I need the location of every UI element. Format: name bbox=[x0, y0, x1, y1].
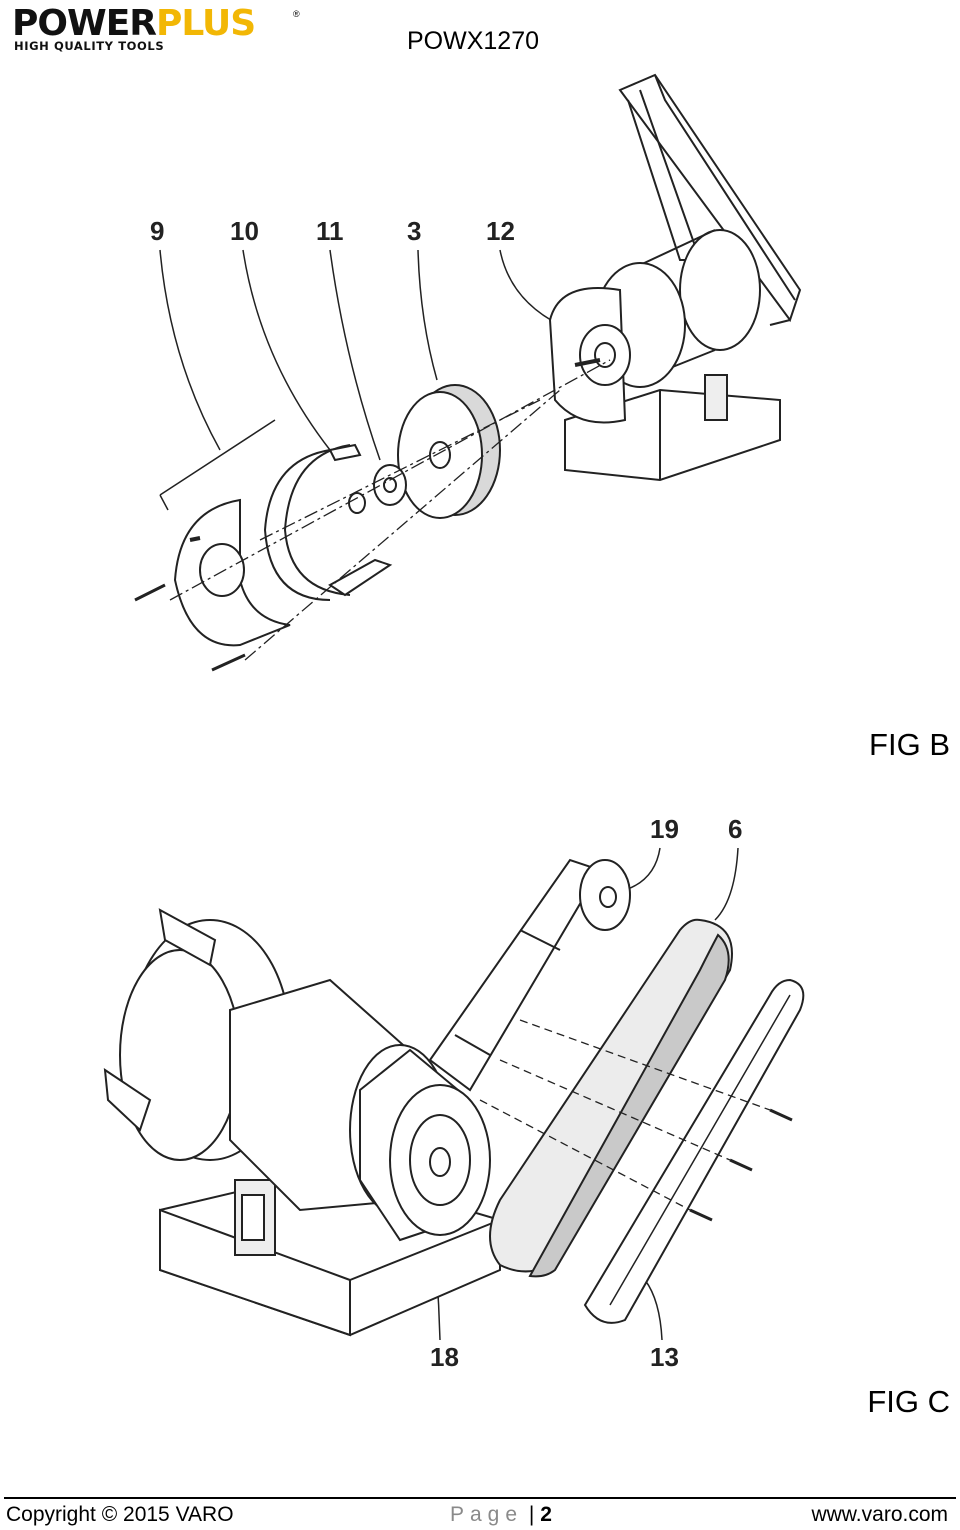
callout-12: 12 bbox=[486, 216, 515, 246]
page-word: Page bbox=[450, 1503, 524, 1526]
registered-mark: ® bbox=[293, 9, 300, 19]
model-number: POWX1270 bbox=[407, 27, 540, 55]
page-separator: | bbox=[528, 1503, 535, 1526]
callout-6: 6 bbox=[728, 814, 742, 844]
callout-11: 11 bbox=[316, 216, 344, 246]
platen-plate bbox=[583, 978, 805, 1324]
footer-page-indicator: Page | 2 bbox=[450, 1503, 552, 1527]
fig-b-label: FIG B bbox=[869, 727, 950, 762]
outer-guard-ring bbox=[263, 443, 393, 601]
grinding-wheel bbox=[397, 384, 501, 519]
logo-wordmark: POWERPLUS bbox=[12, 3, 256, 44]
callout-13: 13 bbox=[650, 1342, 679, 1372]
footer-website: www.varo.com bbox=[811, 1503, 948, 1526]
page-number: 2 bbox=[540, 1503, 552, 1526]
callout-19: 19 bbox=[650, 814, 679, 844]
callout-10: 10 bbox=[230, 216, 259, 246]
flange-washer bbox=[348, 464, 407, 514]
side-cover bbox=[173, 498, 291, 647]
sanding-belt bbox=[489, 918, 733, 1278]
fig-c-label: FIG C bbox=[867, 1384, 950, 1419]
platen-screws bbox=[689, 1108, 793, 1222]
footer-divider bbox=[4, 1497, 956, 1499]
powerplus-logo: POWERPLUS ® HIGH QUALITY TOOLS bbox=[12, 6, 302, 54]
assembly-axis-lines bbox=[169, 359, 611, 661]
leader-lines bbox=[159, 249, 561, 511]
callout-9: 9 bbox=[150, 216, 164, 246]
logo-power-text: POWER bbox=[12, 3, 157, 44]
logo-tagline: HIGH QUALITY TOOLS bbox=[14, 39, 165, 53]
fig-c-belt-drawing: 19 6 18 13 bbox=[103, 814, 805, 1372]
fig-b-exploded-drawing: 9 10 11 3 12 bbox=[134, 73, 802, 672]
fig-c-axis-lines bbox=[479, 1019, 771, 1211]
callout-3: 3 bbox=[407, 216, 421, 246]
footer-copyright: Copyright © 2015 VARO bbox=[6, 1503, 234, 1526]
logo-plus-text: PLUS bbox=[156, 3, 256, 44]
screws bbox=[134, 583, 246, 672]
sanding-arm bbox=[428, 858, 631, 1092]
drive-pulley bbox=[359, 1048, 491, 1242]
callout-18: 18 bbox=[430, 1342, 459, 1372]
inner-wheel-guard bbox=[548, 287, 631, 424]
